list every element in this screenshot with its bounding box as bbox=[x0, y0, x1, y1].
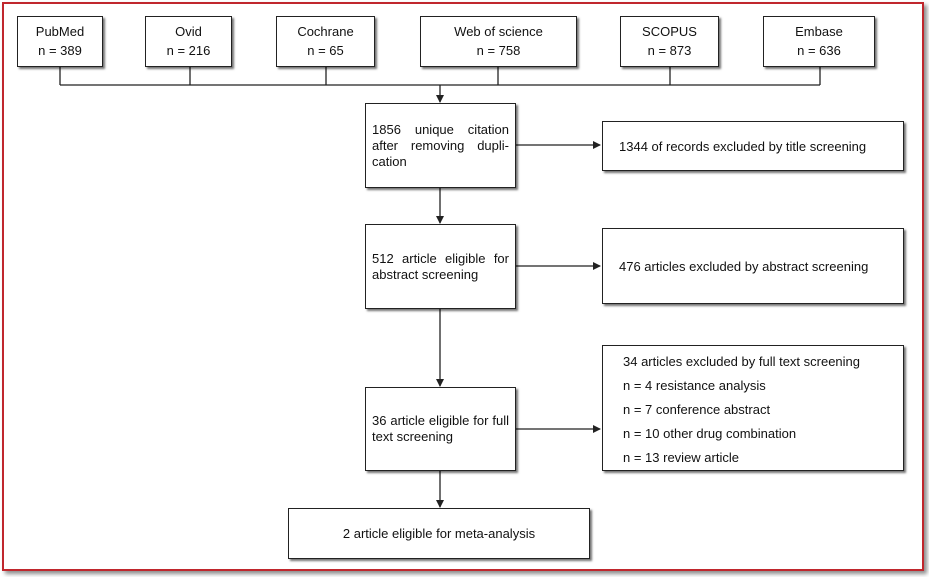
source-count: n = 65 bbox=[307, 43, 344, 58]
source-box-embase: Embase n = 636 bbox=[763, 16, 875, 67]
source-box-web-of-science: Web of science n = 758 bbox=[420, 16, 577, 67]
meta-analysis-box: 2 article eligible for meta-analysis bbox=[288, 508, 590, 559]
exclusion-reason: n = 10 other drug combination bbox=[623, 426, 797, 441]
source-count: n = 389 bbox=[38, 43, 82, 58]
abstract-exclusion-text: 476 articles excluded by abstract screen… bbox=[619, 258, 869, 274]
fulltext-eligible-text: 36 article eligible for full text screen… bbox=[372, 413, 509, 444]
source-count: n = 873 bbox=[647, 43, 692, 58]
fulltext-eligible-box: 36 article eligible for full text screen… bbox=[365, 387, 516, 471]
source-box-ovid: Ovid n = 216 bbox=[145, 16, 232, 67]
fulltext-exclusion-heading: 34 articles excluded by full text screen… bbox=[623, 354, 861, 369]
fulltext-exclusion-box: 34 articles excluded by full text screen… bbox=[602, 345, 904, 471]
abstract-exclusion-box: 476 articles excluded by abstract screen… bbox=[602, 228, 904, 304]
meta-analysis-text: 2 article eligible for meta-analysis bbox=[342, 526, 536, 541]
source-name: SCOPUS bbox=[642, 24, 697, 39]
abstract-eligible-text: 512 article eligible for abstract screen… bbox=[372, 250, 509, 282]
source-name: PubMed bbox=[35, 24, 85, 39]
source-count: n = 216 bbox=[166, 43, 211, 58]
source-count: n = 758 bbox=[476, 43, 521, 58]
title-exclusion-box: 1344 of records excluded by title screen… bbox=[602, 121, 904, 171]
source-name: Cochrane bbox=[297, 24, 354, 39]
exclusion-reason: n = 4 resistance analysis bbox=[623, 378, 766, 393]
source-box-pubmed: PubMed n = 389 bbox=[17, 16, 103, 67]
source-name: Web of science bbox=[454, 24, 543, 39]
unique-citation-box: 1856 unique citation after removing dupl… bbox=[365, 103, 516, 188]
source-name: Ovid bbox=[175, 24, 202, 39]
exclusion-reason: n = 13 review article bbox=[623, 450, 739, 465]
unique-citation-text: 1856 unique citation after removing dupl… bbox=[372, 121, 509, 169]
source-box-scopus: SCOPUS n = 873 bbox=[620, 16, 719, 67]
source-box-cochrane: Cochrane n = 65 bbox=[276, 16, 375, 67]
source-name: Embase bbox=[795, 24, 843, 39]
abstract-eligible-box: 512 article eligible for abstract screen… bbox=[365, 224, 516, 309]
source-count: n = 636 bbox=[797, 43, 841, 58]
title-exclusion-text: 1344 of records excluded by title screen… bbox=[619, 138, 867, 154]
exclusion-reason: n = 7 conference abstract bbox=[623, 402, 771, 417]
